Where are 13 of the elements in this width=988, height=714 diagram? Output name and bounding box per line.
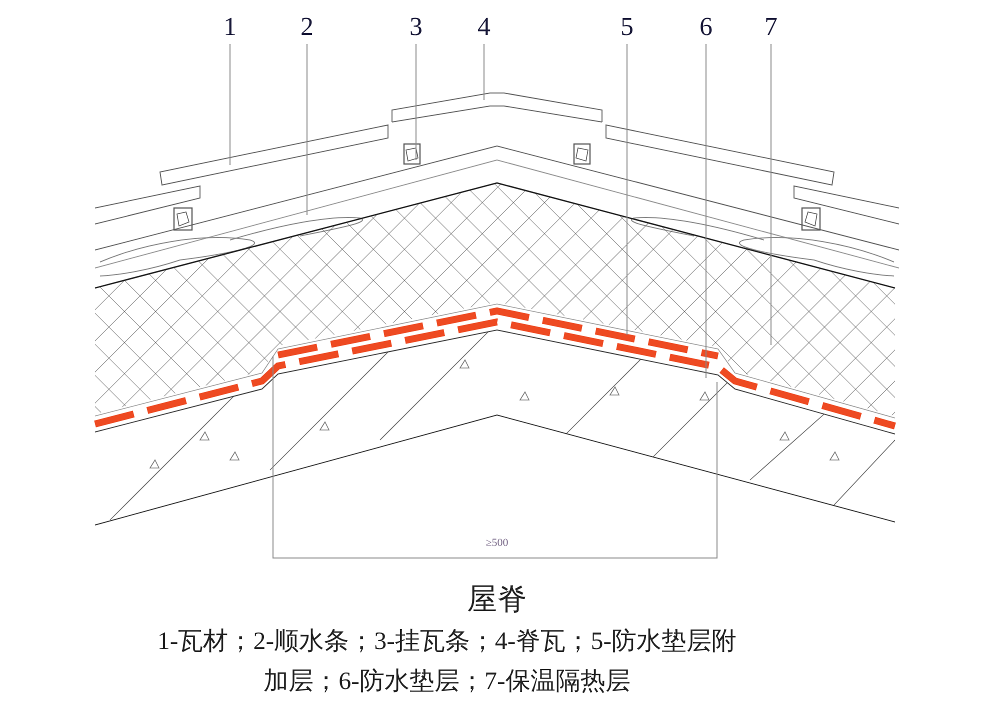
leader-line: [770, 44, 772, 346]
callout-number: 6: [694, 12, 718, 42]
caption: 1-瓦材；2-顺水条；3-挂瓦条；4-脊瓦；5-防水垫层附加层；6-防水垫层；7-保温隔热层: [156, 627, 738, 697]
callout-number: 4: [472, 12, 496, 42]
callout-number: 1: [218, 12, 242, 42]
leader-line: [626, 44, 628, 336]
callout-number: 2: [295, 12, 319, 42]
callout-number: 3: [404, 12, 428, 42]
callout-number: 5: [615, 12, 639, 42]
leader-line: [306, 44, 308, 216]
callout-number: 7: [759, 12, 783, 42]
dimension-label: ≥500: [484, 536, 510, 550]
title: 屋脊: [466, 582, 528, 618]
